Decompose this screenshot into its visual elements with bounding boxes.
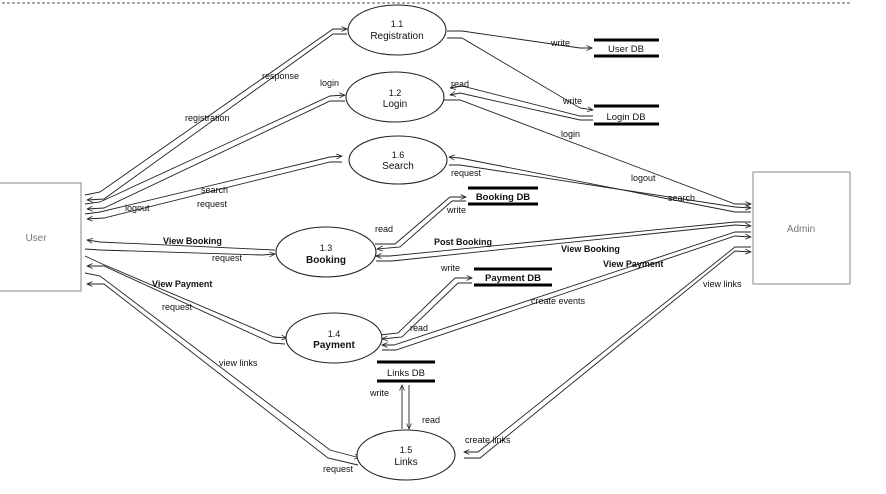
flow-label: search — [668, 193, 695, 203]
process-name: Payment — [313, 340, 355, 351]
flow-label: logout — [631, 173, 656, 183]
flow-label: request — [197, 199, 228, 209]
flow-label: View Payment — [152, 279, 212, 289]
flow-label: registration — [185, 113, 230, 123]
process-name: Registration — [370, 31, 423, 42]
flow-label: response — [262, 71, 299, 81]
entity-user-label: User — [25, 233, 47, 244]
entity-admin — [752, 171, 851, 285]
flow-label: request — [323, 464, 354, 474]
process-number: 1.6 — [392, 150, 405, 160]
flow-label: login — [561, 129, 580, 139]
store-label: Booking DB — [476, 192, 530, 203]
process-name: Booking — [306, 255, 346, 266]
store-login-db: Login DB — [594, 104, 659, 126]
process-login: 1.2 Login — [345, 71, 445, 123]
process-search: 1.6 Search — [348, 135, 448, 185]
flow-label: create links — [465, 435, 511, 445]
flow-lines — [84, 29, 751, 466]
flow-label: write — [369, 388, 389, 398]
store-label: Links DB — [387, 368, 425, 379]
store-links-db: Links DB — [377, 360, 435, 383]
process-payment: 1.4 Payment — [285, 312, 383, 364]
flow-label: read — [451, 79, 469, 89]
flow-label: create events — [531, 296, 586, 306]
flow-label: request — [162, 302, 193, 312]
flow-label: logout — [125, 203, 150, 213]
flow-label: read — [422, 415, 440, 425]
flow-label: read — [410, 323, 428, 333]
process-name: Links — [394, 457, 417, 468]
flow-labels: response registration login logout searc… — [125, 38, 742, 474]
flow-label: write — [440, 263, 460, 273]
store-label: Payment DB — [485, 273, 541, 284]
flow-label: request — [451, 168, 482, 178]
process-number: 1.2 — [389, 88, 402, 98]
entity-admin-label: Admin — [787, 224, 815, 235]
process-booking: 1.3 Booking — [275, 226, 377, 278]
flow-label: View Booking — [163, 236, 222, 246]
process-number: 1.1 — [391, 19, 404, 29]
flow-label: Post Booking — [434, 237, 492, 247]
flow-label: View Payment — [603, 259, 663, 269]
process-links: 1.5 Links — [356, 429, 456, 481]
flow-label: view links — [703, 279, 742, 289]
flow-label: View Booking — [561, 244, 620, 254]
process-number: 1.4 — [328, 329, 341, 339]
store-label: Login DB — [606, 112, 645, 123]
store-label: User DB — [608, 44, 644, 55]
flow-label: request — [212, 253, 243, 263]
process-name: Login — [383, 99, 407, 110]
process-number: 1.5 — [400, 445, 413, 455]
process-name: Search — [382, 161, 414, 172]
store-user-db: User DB — [594, 38, 659, 58]
flow-label: search — [201, 185, 228, 195]
flow-label: write — [446, 205, 466, 215]
store-booking-db: Booking DB — [468, 186, 538, 206]
process-registration: 1.1 Registration — [347, 4, 447, 56]
flow-label: login — [320, 78, 339, 88]
flow-label: read — [375, 224, 393, 234]
entity-user — [0, 182, 82, 292]
flow-label: write — [550, 38, 570, 48]
process-number: 1.3 — [320, 243, 333, 253]
flow-label: view links — [219, 358, 258, 368]
flow-label: write — [562, 96, 582, 106]
store-payment-db: Payment DB — [474, 267, 552, 287]
